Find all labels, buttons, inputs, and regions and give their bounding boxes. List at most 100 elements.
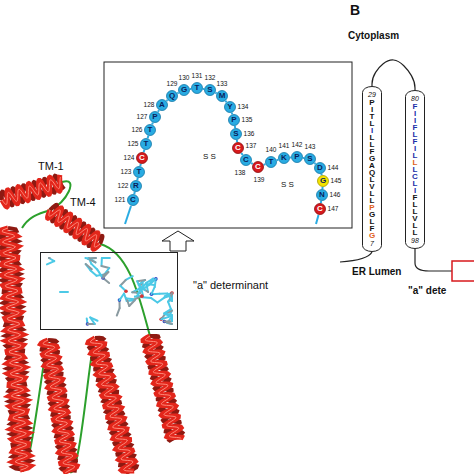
residue-letter: L <box>405 208 425 215</box>
residue-bead: 134Y <box>224 101 236 113</box>
residue-letter: R <box>130 180 142 192</box>
bond-stick <box>143 296 151 299</box>
peptide-bond <box>190 88 191 90</box>
peptide-bond <box>151 123 154 125</box>
residue-letter: L <box>362 120 382 127</box>
residue-number: 147 <box>328 206 339 213</box>
region-label: "a" dete <box>408 285 446 296</box>
residue-letter: F <box>405 138 425 145</box>
residue-bead: 147C <box>314 203 326 215</box>
residue-letter: Y <box>224 101 236 113</box>
region-label: Cytoplasm <box>348 30 399 41</box>
peptide-bond <box>236 140 238 142</box>
residue-letter: L <box>362 197 382 204</box>
residue-letter: P <box>149 111 161 123</box>
residue-letter: G <box>362 232 382 239</box>
bead-circle <box>150 112 161 123</box>
residue-letter: C <box>405 173 425 180</box>
bond-stick <box>91 270 97 275</box>
residue-bead: 133M <box>216 90 228 102</box>
residue-letter: S <box>204 84 216 96</box>
bead-circle <box>141 139 152 150</box>
peptide-bond <box>231 113 233 115</box>
residue-letter: P <box>228 114 240 126</box>
residue-letter: T <box>265 156 277 168</box>
peptide-bond <box>133 192 135 194</box>
helix-ribbon <box>41 340 77 473</box>
residue-letter: K <box>278 152 290 164</box>
helix-cylinder: 29PITLILLFGAQLVLLPGLFG7 <box>362 86 382 252</box>
residue-bead: 145G <box>317 175 329 187</box>
bond-stick <box>164 320 172 322</box>
residue-number: 132 <box>205 75 216 82</box>
residue-letter: L <box>362 176 382 183</box>
residue-number: 144 <box>328 165 339 172</box>
region-label: ER Lumen <box>352 266 401 277</box>
bead-circle <box>315 204 326 215</box>
residue-letter: V <box>362 183 382 190</box>
residue-letter: I <box>405 187 425 194</box>
residue-bead: 124C <box>136 152 148 164</box>
residue-number: 141 <box>279 143 290 150</box>
peptide-bond <box>320 201 322 203</box>
helix-highlight <box>49 210 100 247</box>
helix-ribbon <box>143 336 184 438</box>
residue-number: 139 <box>254 177 265 184</box>
coil-loop <box>100 244 150 336</box>
residue-letter: I <box>405 110 425 117</box>
bead-circle <box>134 167 145 178</box>
bead-circle <box>318 176 329 187</box>
bond-stick <box>126 276 133 280</box>
peptide-bond <box>251 162 253 165</box>
peptide-bond <box>234 126 236 128</box>
residue-number: 124 <box>124 155 135 162</box>
residue-letter: C <box>252 161 264 173</box>
residue-letter: T <box>140 138 152 150</box>
residue-letter: M <box>216 90 228 102</box>
bond-stick <box>157 298 164 303</box>
bead-circle <box>145 125 156 136</box>
bond-stick <box>90 317 97 320</box>
helix-ribbon <box>48 208 100 249</box>
residue-letter: S <box>304 153 316 165</box>
residue-letter: I <box>405 117 425 124</box>
residue-letter: T <box>144 124 156 136</box>
bond-stick <box>159 293 167 295</box>
bond-stick <box>149 279 153 286</box>
bead-circle <box>229 115 240 126</box>
bond-stick <box>168 302 171 309</box>
residue-letter: G <box>317 175 329 187</box>
residue-number: 129 <box>167 81 178 88</box>
residue-letter: Q <box>166 90 178 102</box>
helix-ribbon <box>88 338 135 471</box>
bead-circle <box>231 129 242 140</box>
residue-letter: A <box>156 99 168 111</box>
bond-stick <box>161 317 169 319</box>
residue-letter: F <box>405 124 425 131</box>
residue-number: 122 <box>118 183 129 190</box>
residue-letter: D <box>314 162 326 174</box>
bond-stick <box>88 259 95 263</box>
residue-bead: 131T <box>191 82 203 94</box>
peptide-bond <box>277 159 279 161</box>
peptide-bond <box>215 92 216 95</box>
chain-line <box>415 249 452 271</box>
bead-circle <box>128 195 139 206</box>
bead-circle <box>137 153 148 164</box>
cylinder-outline <box>406 91 425 249</box>
peptide-bond <box>136 178 138 180</box>
peptide-bond <box>157 110 160 112</box>
bond-stick <box>137 281 140 288</box>
residue-number: 136 <box>244 131 255 138</box>
residue-bead: 129Q <box>166 90 178 102</box>
bond-stick <box>100 258 102 266</box>
helix-highlight <box>2 177 61 204</box>
residue-number: 137 <box>246 143 257 150</box>
residue-bead: 123T <box>133 166 145 178</box>
membrane-lines <box>340 249 474 281</box>
residue-bead: 128A <box>156 99 168 111</box>
residue-number: 133 <box>217 81 228 88</box>
bead-circle <box>205 85 216 96</box>
residue-bead: 139C <box>252 161 264 173</box>
